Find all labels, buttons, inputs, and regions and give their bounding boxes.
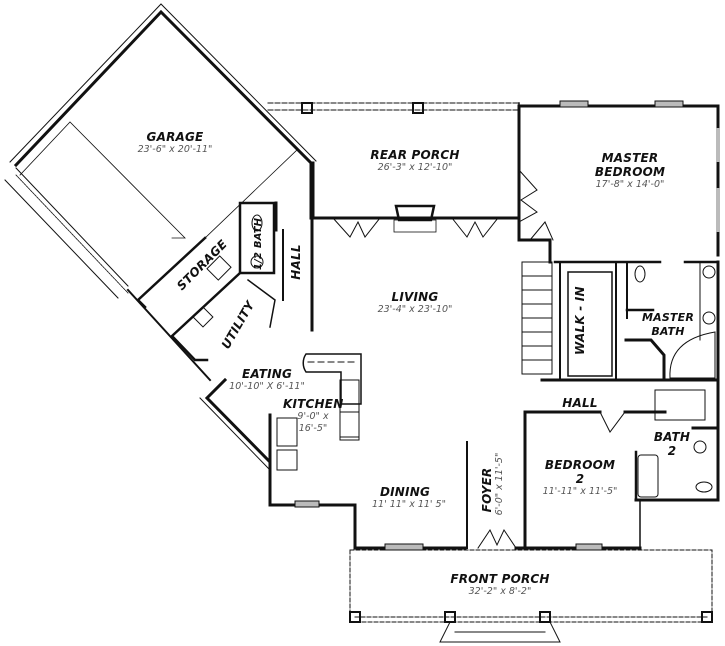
hall-east-label: HALL (562, 396, 598, 410)
bedroom-2-dimensions: 11'-11" x 11'-5" (542, 486, 618, 497)
front-porch-dimensions: 32'-2" x 8'-2" (468, 586, 532, 597)
foyer-label: FOYER (480, 467, 494, 513)
foyer-dimensions: 6'-0" x 11'-5" (494, 452, 505, 516)
master-bedroom-dimensions: 17'-8" x 14'-0" (595, 179, 665, 190)
main-living-walls (199, 216, 527, 551)
dining-dimensions: 11' 11" x 11' 5" (372, 499, 446, 510)
room-master-bath: MASTER BATH (638, 311, 698, 339)
room-eating: EATING 10'-10" X 6'-11" (222, 367, 312, 393)
master-bath-label-line2: BATH (651, 325, 685, 338)
walk-in-label: WALK - IN (573, 286, 587, 355)
garage-walls (4, 3, 317, 382)
room-kitchen: KITCHEN 9'-0" x 16'-5" (283, 397, 343, 435)
eating-dimensions: 10'-10" X 6'-11" (229, 381, 305, 392)
half-bath-label: 1/2 BATH (253, 217, 264, 270)
living-dimensions: 23'-4" x 23'-10" (377, 304, 453, 315)
eating-label: EATING (241, 367, 293, 381)
master-bedroom-label-line2: BEDROOM (594, 165, 666, 179)
rear-porch-dimensions: 26'-3" x 12'-10" (377, 162, 453, 173)
bath-2-label-line1: BATH (653, 430, 691, 444)
bedroom-2-label-line1: BEDROOM (544, 458, 616, 472)
kitchen-label: KITCHEN (283, 397, 344, 411)
room-master-bedroom: MASTER BEDROOM 17'-8" x 14'-0" (580, 151, 680, 191)
bath-2-label-line2: 2 (667, 444, 677, 458)
master-bedroom-label-line1: MASTER (601, 151, 659, 165)
room-rear-porch: REAR PORCH 26'-3" x 12'-10" (350, 148, 480, 174)
bedroom-wing-walls (523, 389, 720, 551)
room-living: LIVING 23'-4" x 23'-10" (360, 290, 470, 316)
garage-dimensions: 23'-6" x 20'-11" (137, 144, 213, 155)
room-dining: DINING 11' 11" x 11' 5" (372, 485, 446, 511)
room-bath-2: BATH 2 (652, 430, 692, 458)
garage-label: GARAGE (146, 130, 204, 144)
master-bedroom-walls (517, 100, 720, 264)
dining-label: DINING (379, 485, 431, 499)
room-bedroom-2: BEDROOM 2 11'-11" x 11'-5" (540, 458, 620, 498)
room-front-porch: FRONT PORCH 32'-2" x 8'-2" (445, 572, 555, 598)
room-garage: GARAGE 23'-6" x 20'-11" (100, 130, 250, 156)
rear-porch-label: REAR PORCH (370, 148, 460, 162)
kitchen-dimensions-line1: 9'-0" x (297, 411, 329, 422)
bedroom-2-label-line2: 2 (575, 472, 585, 486)
hall-west-label: HALL (289, 244, 303, 280)
kitchen-dimensions-line2: 16'-5" (298, 423, 328, 434)
living-label: LIVING (391, 290, 439, 304)
master-bath-label-line1: MASTER (641, 311, 695, 324)
master-suite-walls (521, 260, 720, 502)
front-porch-label: FRONT PORCH (450, 572, 550, 586)
front-porch-outline (349, 549, 713, 643)
